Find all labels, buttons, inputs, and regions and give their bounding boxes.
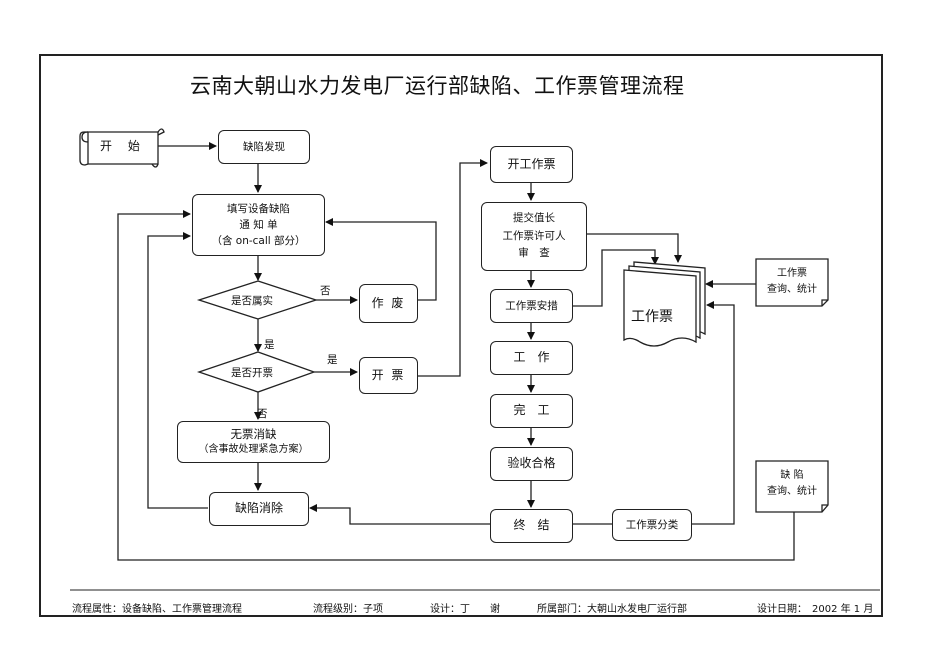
ticket-classify-box: 工作票分类	[612, 509, 692, 541]
work-label: 工 作	[513, 350, 550, 365]
void-box: 作 废	[359, 284, 418, 323]
is-real-decision: 是否属实	[231, 295, 273, 307]
end-box: 终 结	[490, 509, 573, 543]
note2-line1: 缺 陷	[780, 470, 804, 481]
note2-shape	[755, 460, 829, 513]
end-label: 终 结	[513, 518, 550, 533]
submit-line1: 提交值长	[513, 211, 555, 224]
submit-line2: 工作票许可人	[502, 229, 566, 242]
no-ticket-line2: （含事故处理紧急方案）	[198, 444, 309, 456]
note2-line2: 查询、统计	[767, 486, 817, 497]
work-ticket-doc-label: 工作票	[631, 309, 673, 325]
open-ticket-box: 开工作票	[490, 146, 573, 183]
footer-process-level: 流程级别：子项	[313, 604, 383, 615]
acceptance-label: 验收合格	[507, 456, 556, 471]
open-ticket-label: 开工作票	[507, 156, 556, 171]
need-ticket-decision: 是否开票	[231, 367, 273, 379]
eliminate-label: 缺陷消除	[234, 501, 283, 516]
complete-label: 完 工	[513, 403, 550, 418]
fill-notice-line2: 通 知 单	[239, 218, 278, 231]
start-label: 开 始	[100, 139, 146, 153]
edge-label-yes-1: 是	[264, 339, 275, 351]
defect-found-label: 缺陷发现	[243, 140, 285, 153]
no-ticket-line1: 无票消缺	[230, 427, 277, 442]
void-label: 作 废	[371, 295, 406, 310]
submit-line3: 审 查	[518, 247, 550, 260]
edge-label-no-2: 否	[257, 408, 268, 420]
work-box: 工 作	[490, 341, 573, 375]
submit-review-box: 提交值长 工作票许可人 审 查	[481, 202, 587, 271]
note-ticket-query: 工作票 查询、统计	[760, 266, 824, 298]
footer-designer: 设计：丁 谢	[430, 604, 500, 615]
footer-process-attr: 流程属性：设备缺陷、工作票管理流程	[72, 604, 242, 615]
eliminate-box: 缺陷消除	[209, 492, 309, 526]
footer-department: 所属部门：大朝山水发电厂运行部	[537, 604, 687, 615]
fill-notice-line1: 填写设备缺陷	[227, 202, 290, 215]
no-ticket-box: 无票消缺 （含事故处理紧急方案）	[177, 421, 330, 463]
edge-label-no-1: 否	[320, 285, 331, 297]
note1-line2: 查询、统计	[767, 284, 817, 295]
ticket-measures-box: 工作票安措	[490, 289, 573, 323]
note1-shape	[755, 258, 829, 307]
edge-label-yes-2: 是	[327, 354, 338, 366]
note1-line1: 工作票	[777, 268, 807, 279]
note-defect-query: 缺 陷 查询、统计	[760, 468, 824, 500]
issue-ticket-label: 开 票	[371, 367, 406, 382]
work-ticket-stack	[623, 261, 706, 347]
start-scroll-shape	[79, 128, 165, 168]
defect-found-box: 缺陷发现	[218, 130, 310, 164]
issue-ticket-box: 开 票	[359, 357, 418, 394]
diagram-title: 云南大朝山水力发电厂运行部缺陷、工作票管理流程	[190, 74, 685, 98]
ticket-measures-label: 工作票安措	[505, 299, 558, 312]
footer-design-date: 设计日期： 2002 年 1 月	[757, 604, 874, 615]
complete-box: 完 工	[490, 394, 573, 428]
acceptance-box: 验收合格	[490, 447, 573, 481]
fill-notice-box: 填写设备缺陷 通 知 单 （含 on-call 部分）	[192, 194, 325, 256]
diagram-frame	[39, 54, 883, 617]
ticket-classify-label: 工作票分类	[625, 518, 679, 531]
fill-notice-line3: （含 on-call 部分）	[211, 235, 306, 248]
